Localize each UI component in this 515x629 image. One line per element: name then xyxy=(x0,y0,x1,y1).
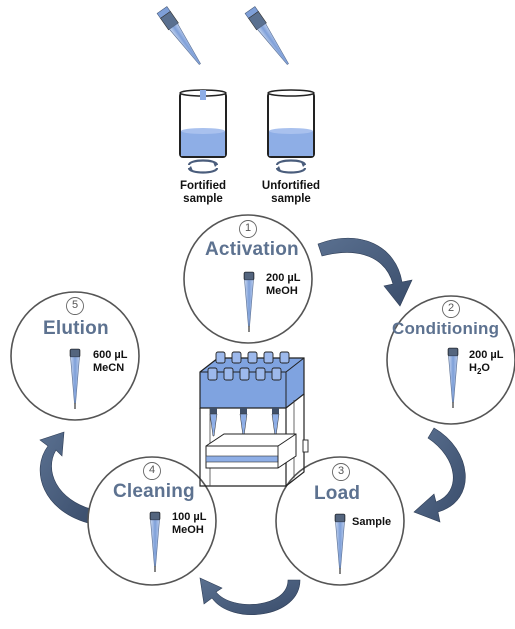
volume-amount: 100 µL xyxy=(172,511,207,523)
step-title-load: Load xyxy=(314,483,361,504)
step-number: 3 xyxy=(337,465,345,477)
volume-amount: 200 µL xyxy=(469,349,504,361)
sample-label-line1: Fortified xyxy=(180,180,226,192)
step-reagent: Sample xyxy=(352,516,392,528)
swirl-icon xyxy=(187,159,219,174)
step-number: 1 xyxy=(244,222,252,234)
fortified-sample-tube xyxy=(156,6,227,174)
step-volume: 200 µL MeOH xyxy=(266,272,300,298)
step-volume: 600 µL MeCN xyxy=(93,349,127,375)
reagent-main: H xyxy=(469,362,477,374)
step-title-conditioning: Conditioning xyxy=(392,319,500,338)
hanging-pipette-tips xyxy=(209,408,280,437)
volume-reagent: MeOH xyxy=(266,285,298,297)
step-title-elution: Elution xyxy=(43,318,109,339)
step-number: 4 xyxy=(148,464,156,476)
volume-reagent: MeOH xyxy=(172,524,204,536)
step-circle-elution xyxy=(10,291,140,421)
cycle-arrows xyxy=(39,237,466,615)
volume-amount: 600 µL xyxy=(93,349,128,361)
arrow-activation-to-conditioning xyxy=(317,237,413,307)
step-volume: 100 µL MeOH xyxy=(172,511,206,537)
reagent-subscript: 2 xyxy=(476,367,482,377)
step-circle-cleaning xyxy=(87,456,217,586)
step-volume: 200 µL H2O xyxy=(469,349,503,378)
step-number: 5 xyxy=(71,299,79,311)
volume-amount: 200 µL xyxy=(266,272,301,284)
unfortified-sample-label: Unfortified sample xyxy=(246,180,336,206)
step-title-cleaning: Cleaning xyxy=(113,481,195,502)
fortified-sample-label: Fortified sample xyxy=(158,180,248,206)
arrow-conditioning-to-load xyxy=(413,427,466,523)
sample-label-line1: Unfortified xyxy=(261,180,321,192)
volume-reagent: H2O xyxy=(469,362,503,378)
step-number: 2 xyxy=(447,302,455,314)
pipette-tip-icon xyxy=(244,6,289,65)
arrow-cleaning-to-elution xyxy=(39,431,95,525)
vacuum-manifold-icon xyxy=(199,351,309,487)
volume-reagent: MeCN xyxy=(93,362,125,374)
step-circle-load xyxy=(275,456,405,586)
arrow-load-to-cleaning xyxy=(199,577,301,615)
step-circle-conditioning xyxy=(386,295,515,425)
sample-label-line2: sample xyxy=(271,193,311,205)
unfortified-sample-tube xyxy=(244,6,315,174)
step-circle-activation xyxy=(183,214,313,344)
reagent-tail: O xyxy=(481,362,490,374)
sample-label-line2: sample xyxy=(183,193,223,205)
pipette-tip-icon xyxy=(156,6,201,65)
step-title-activation: Activation xyxy=(205,239,299,260)
swirl-icon xyxy=(275,159,307,174)
